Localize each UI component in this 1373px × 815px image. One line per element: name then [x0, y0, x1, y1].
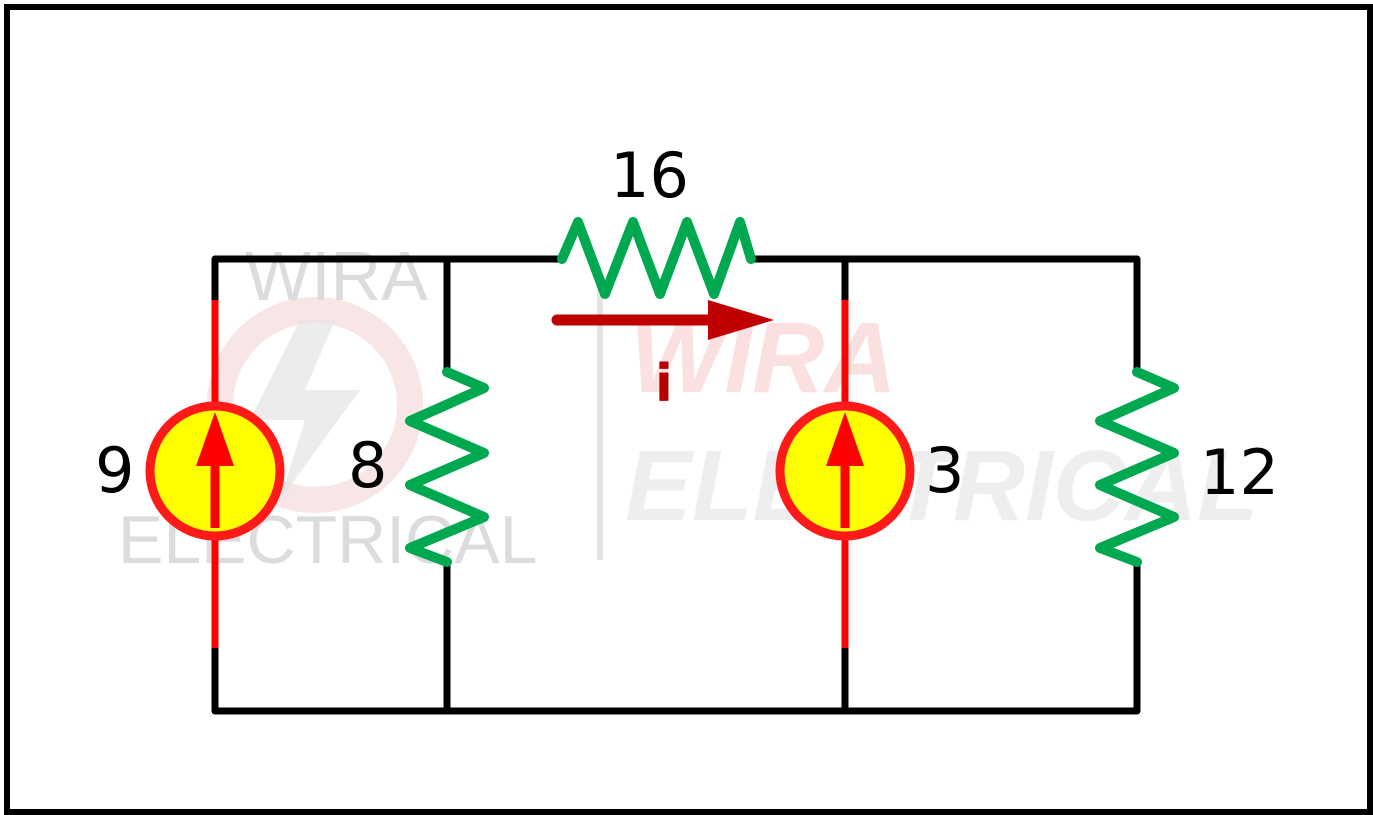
- watermark: WIRA ELECTRICAL WIRA ELECTRICAL: [118, 237, 1258, 578]
- resistors: [405, 217, 1179, 567]
- wires: [211, 255, 1141, 715]
- label-resistor-12: 12: [1200, 436, 1279, 509]
- resistor-8: [405, 367, 489, 567]
- source-left-arrow-head: [196, 412, 234, 466]
- current-source-right: [775, 300, 915, 648]
- label-source-3: 3: [925, 434, 965, 507]
- current-arrow: [551, 300, 774, 340]
- current-arrow-head: [708, 300, 774, 340]
- resistor-12: [1095, 367, 1179, 567]
- wire-bottom: [211, 558, 1141, 715]
- source-right-arrow-head: [826, 412, 864, 466]
- watermark-left-top: WIRA: [245, 237, 428, 315]
- label-current-i: i: [655, 354, 673, 414]
- current-source-left: [145, 300, 285, 648]
- resistor-16: [557, 217, 756, 299]
- label-source-9: 9: [95, 434, 135, 507]
- label-resistor-8: 8: [348, 429, 388, 502]
- wire-top-right: [747, 255, 1141, 376]
- label-resistor-16: 16: [610, 139, 689, 212]
- diagram-frame: [4, 4, 1373, 815]
